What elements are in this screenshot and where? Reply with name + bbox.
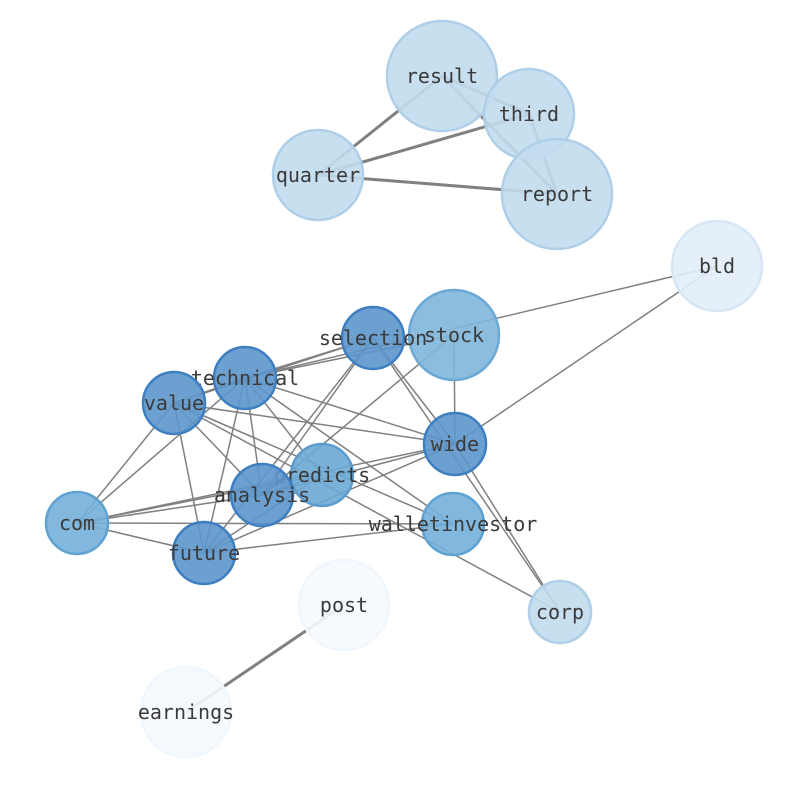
node-circle-result <box>385 19 499 133</box>
node-wide: wide <box>422 411 488 477</box>
node-label-com: com <box>59 511 95 535</box>
node-circle-corp <box>527 579 593 645</box>
node-label-selection: selection <box>319 326 427 350</box>
node-circle-bld <box>670 219 764 313</box>
node-label-analysis: analysis <box>214 483 310 507</box>
node-post: post <box>297 558 391 652</box>
node-label-technical: technical <box>191 366 299 390</box>
node-circle-stock <box>407 288 501 382</box>
node-label-walletinvestor: walletinvestor <box>369 512 538 536</box>
edge-technical-com <box>76 377 246 524</box>
node-circle-report <box>500 137 614 251</box>
node-analysis: analysis <box>214 462 310 528</box>
edge-value-wide <box>173 402 456 445</box>
node-corp: corp <box>527 579 593 645</box>
node-label-result: result <box>406 64 478 88</box>
edge-selection-future <box>203 337 374 554</box>
node-circle-walletinvestor <box>420 491 486 557</box>
node-circle-wide <box>422 411 488 477</box>
node-future: future <box>168 520 240 586</box>
node-com: com <box>44 490 110 556</box>
node-circle-post <box>297 558 391 652</box>
node-report: report <box>500 137 614 251</box>
node-circle-com <box>44 490 110 556</box>
node-value: value <box>141 370 207 436</box>
node-circle-value <box>141 370 207 436</box>
edge-technical-walletinvestor <box>244 377 454 525</box>
node-third: third <box>482 67 576 161</box>
nodes-layer: result third quarter report bld stockselectio… <box>44 19 764 759</box>
node-circle-future <box>171 520 237 586</box>
node-label-stock: stock <box>424 323 484 347</box>
node-label-quarter: quarter <box>276 163 360 187</box>
edge-value-corp <box>173 402 561 613</box>
node-label-value: value <box>144 391 204 415</box>
node-circle-selection <box>340 305 406 371</box>
node-circle-analysis <box>229 462 295 528</box>
node-selection: selection <box>319 305 427 371</box>
node-quarter: quarter <box>271 128 365 222</box>
node-label-wide: wide <box>431 432 479 456</box>
node-bld: bld <box>670 219 764 313</box>
edge-wide-bld <box>454 265 718 445</box>
node-label-earnings: earnings <box>138 700 234 724</box>
node-label-third: third <box>499 102 559 126</box>
node-label-future: future <box>168 541 240 565</box>
node-predicts: predicts <box>274 442 370 508</box>
node-result: result <box>385 19 499 133</box>
edge-technical-wide <box>244 377 456 445</box>
node-technical: technical <box>191 345 299 411</box>
node-walletinvestor: walletinvestor <box>369 491 538 557</box>
edge-selection-corp <box>372 337 561 613</box>
node-circle-earnings <box>139 665 233 759</box>
node-label-report: report <box>521 182 593 206</box>
node-circle-quarter <box>271 128 365 222</box>
node-circle-technical <box>212 345 278 411</box>
node-circle-predicts <box>289 442 355 508</box>
edge-wide-corp <box>454 443 561 613</box>
edge-future-walletinvestor <box>203 523 454 554</box>
node-label-bld: bld <box>699 254 735 278</box>
node-earnings: earnings <box>138 665 234 759</box>
node-stock: stock <box>407 288 501 382</box>
node-label-corp: corp <box>536 600 584 624</box>
node-label-post: post <box>320 593 368 617</box>
